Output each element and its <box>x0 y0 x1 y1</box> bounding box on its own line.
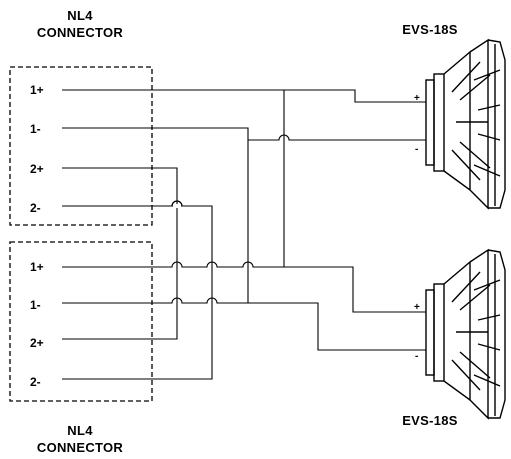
top-speaker-icon <box>425 38 506 210</box>
bottom-connector-box <box>9 241 153 402</box>
hop-arc-2minus <box>171 200 183 207</box>
wire-bottom-1plus <box>62 261 426 313</box>
top-connector-title-line2: CONNECTOR <box>37 25 124 40</box>
bottom-speaker-minus: - <box>415 351 418 362</box>
top-speaker-plus: + <box>414 93 420 104</box>
top-pin-1minus-label: 1- <box>30 122 41 136</box>
hop-gap-mask <box>173 204 181 208</box>
top-connector-title-line1: NL4 <box>67 8 93 23</box>
bottom-pin-2minus-label: 2- <box>30 375 41 389</box>
top-connector-box <box>9 66 153 226</box>
bottom-speaker-icon <box>425 248 506 420</box>
bottom-pin-1plus-label: 1+ <box>30 260 44 274</box>
top-speaker-minus: - <box>415 144 418 155</box>
bottom-speaker-plus: + <box>414 302 420 313</box>
bottom-connector-title-line2: CONNECTOR <box>37 440 124 455</box>
top-pin-1plus-label: 1+ <box>30 83 44 97</box>
wire-top-1plus <box>62 89 426 103</box>
top-pin-2plus-label: 2+ <box>30 162 44 176</box>
wire-bottom-1minus <box>62 297 426 351</box>
bottom-connector-title-line1: NL4 <box>67 423 93 438</box>
wire-top-2minus-crossover <box>62 205 213 380</box>
bottom-pin-2plus-label: 2+ <box>30 336 44 350</box>
bottom-pin-1minus-label: 1- <box>30 298 41 312</box>
wire-top-2plus-crossover <box>62 167 178 340</box>
top-speaker-label: EVS-18S <box>402 22 458 37</box>
top-pin-2minus-label: 2- <box>30 201 41 215</box>
bottom-speaker-label: EVS-18S <box>402 413 458 428</box>
wire-top-1minus <box>62 127 426 141</box>
